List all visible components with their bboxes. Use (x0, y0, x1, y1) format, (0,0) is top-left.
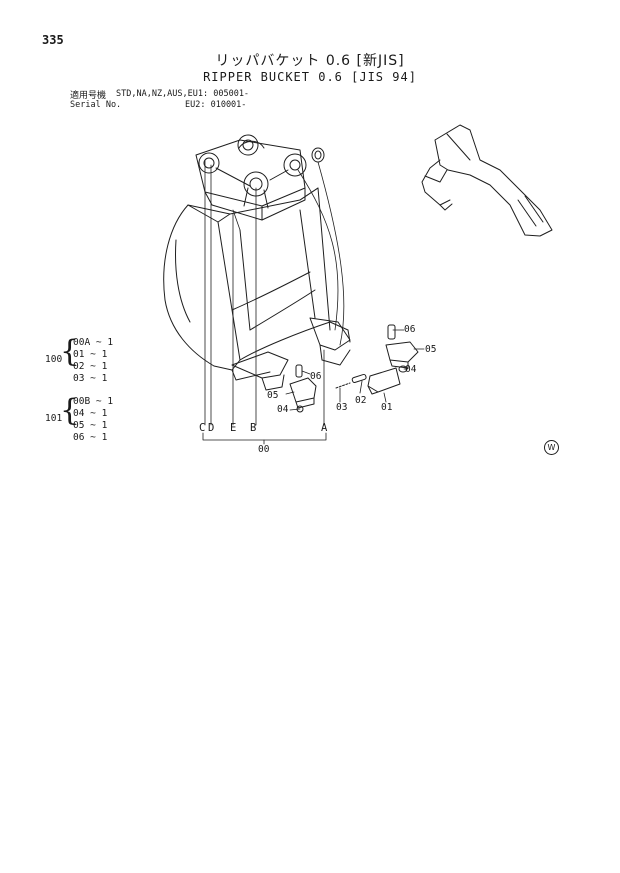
assembly-id-100: 100 (45, 354, 63, 365)
assembly-row: 00B ~ 1 (73, 396, 114, 407)
callout-01: 01 (381, 402, 393, 413)
seal-ring (311, 147, 325, 163)
callout-B: B (250, 422, 257, 434)
pin-02 (351, 373, 367, 383)
pin-06-left (295, 364, 303, 378)
assembly-row: 00A ~ 1 (73, 337, 114, 348)
assembly-row: 02 ~ 1 (73, 361, 108, 372)
tooth-01 (367, 367, 401, 395)
serial-label-en: Serial No. (70, 100, 122, 110)
title-japanese: リッパバケット 0.6 [新JIS] (215, 53, 405, 69)
callout-06: 06 (404, 324, 416, 335)
spring-pin-03 (335, 382, 351, 389)
w-mark-icon: W (544, 440, 559, 455)
callout-A: A (321, 422, 328, 434)
page-number: 335 (42, 33, 64, 47)
title-english: RIPPER BUCKET 0.6 [JIS 94] (203, 70, 417, 84)
assembly-row: 04 ~ 1 (73, 408, 108, 419)
callout-05: 05 (267, 390, 279, 401)
excavator-inset (421, 124, 553, 237)
callout-C: C (199, 422, 206, 434)
leader-lines (202, 159, 425, 445)
assembly-row: 03 ~ 1 (73, 373, 108, 384)
callout-03: 03 (336, 402, 348, 413)
lockpin-04-right (398, 365, 408, 373)
assembly-id-101: 101 (45, 413, 63, 424)
callout-04: 04 (277, 404, 289, 415)
hinge-bracket (195, 134, 307, 221)
serial-value-2: EU2: 010001- (185, 100, 247, 110)
callout-D: D (208, 422, 215, 434)
callout-E: E (230, 422, 237, 434)
callout-05: 05 (425, 344, 437, 355)
tooth-05-left (289, 377, 317, 409)
assembly-row: 05 ~ 1 (73, 420, 108, 431)
ripper-shanks (231, 317, 351, 391)
callout-00: 00 (258, 444, 270, 455)
pin-06-right (387, 324, 396, 340)
brace-100: { (60, 334, 80, 369)
callout-06: 06 (310, 371, 322, 382)
callout-04: 04 (405, 364, 417, 375)
assembly-row: 06 ~ 1 (73, 432, 108, 443)
assembly-row: 01 ~ 1 (73, 349, 108, 360)
serial-label-jp: 適用号機 (70, 91, 107, 101)
callout-02: 02 (355, 395, 367, 406)
brace-101: { (60, 393, 80, 428)
bucket-body (163, 187, 351, 381)
serial-value-1: STD,NA,NZ,AUS,EU1: 005001- (116, 89, 250, 99)
